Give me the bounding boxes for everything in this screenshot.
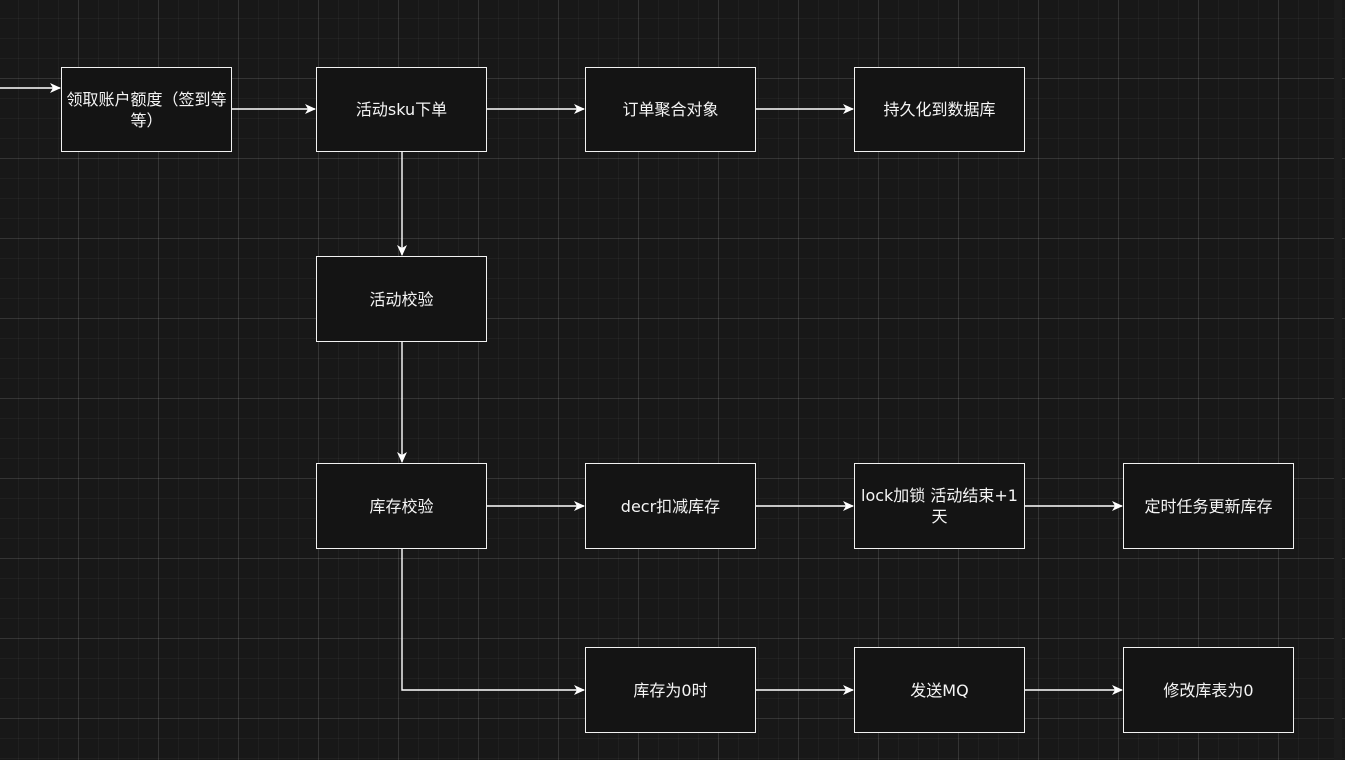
vertical-scrollbar[interactable]	[1334, 0, 1342, 760]
node-lock[interactable]: lock加锁 活动结束+1天	[854, 463, 1025, 549]
node-decr-stock[interactable]: decr扣减库存	[585, 463, 756, 549]
node-activity-check-label: 活动校验	[369, 289, 434, 309]
node-stock-zero-label: 库存为0时	[633, 680, 708, 700]
node-set-table-zero-label: 修改库表为0	[1163, 680, 1254, 700]
node-order-aggregate-label: 订单聚合对象	[622, 100, 719, 119]
edge-stock-check-to-stock-zero	[401, 549, 585, 695]
node-stock-zero[interactable]: 库存为0时	[585, 647, 756, 733]
node-persist-db[interactable]: 持久化到数据库	[854, 67, 1025, 152]
node-send-mq-label: 发送MQ	[910, 680, 969, 700]
node-scheduled-update[interactable]: 定时任务更新库存	[1123, 463, 1294, 549]
node-send-mq[interactable]: 发送MQ	[854, 647, 1025, 733]
node-lock-label: lock加锁 活动结束+1天	[861, 486, 1018, 526]
node-claim-quota-label: 领取账户额度（签到等等）	[66, 89, 227, 130]
node-set-table-zero[interactable]: 修改库表为0	[1123, 647, 1294, 733]
node-sku-order-label: 活动sku下单	[355, 100, 448, 119]
node-order-aggregate[interactable]: 订单聚合对象	[585, 67, 756, 152]
node-sku-order[interactable]: 活动sku下单	[316, 67, 487, 152]
node-stock-check[interactable]: 库存校验	[316, 463, 487, 549]
node-scheduled-update-label: 定时任务更新库存	[1144, 496, 1273, 516]
node-activity-check[interactable]: 活动校验	[316, 256, 487, 342]
node-stock-check-label: 库存校验	[369, 496, 434, 516]
node-claim-quota[interactable]: 领取账户额度（签到等等）	[61, 67, 232, 152]
node-decr-stock-label: decr扣减库存	[620, 496, 721, 516]
node-persist-db-label: 持久化到数据库	[883, 100, 996, 119]
